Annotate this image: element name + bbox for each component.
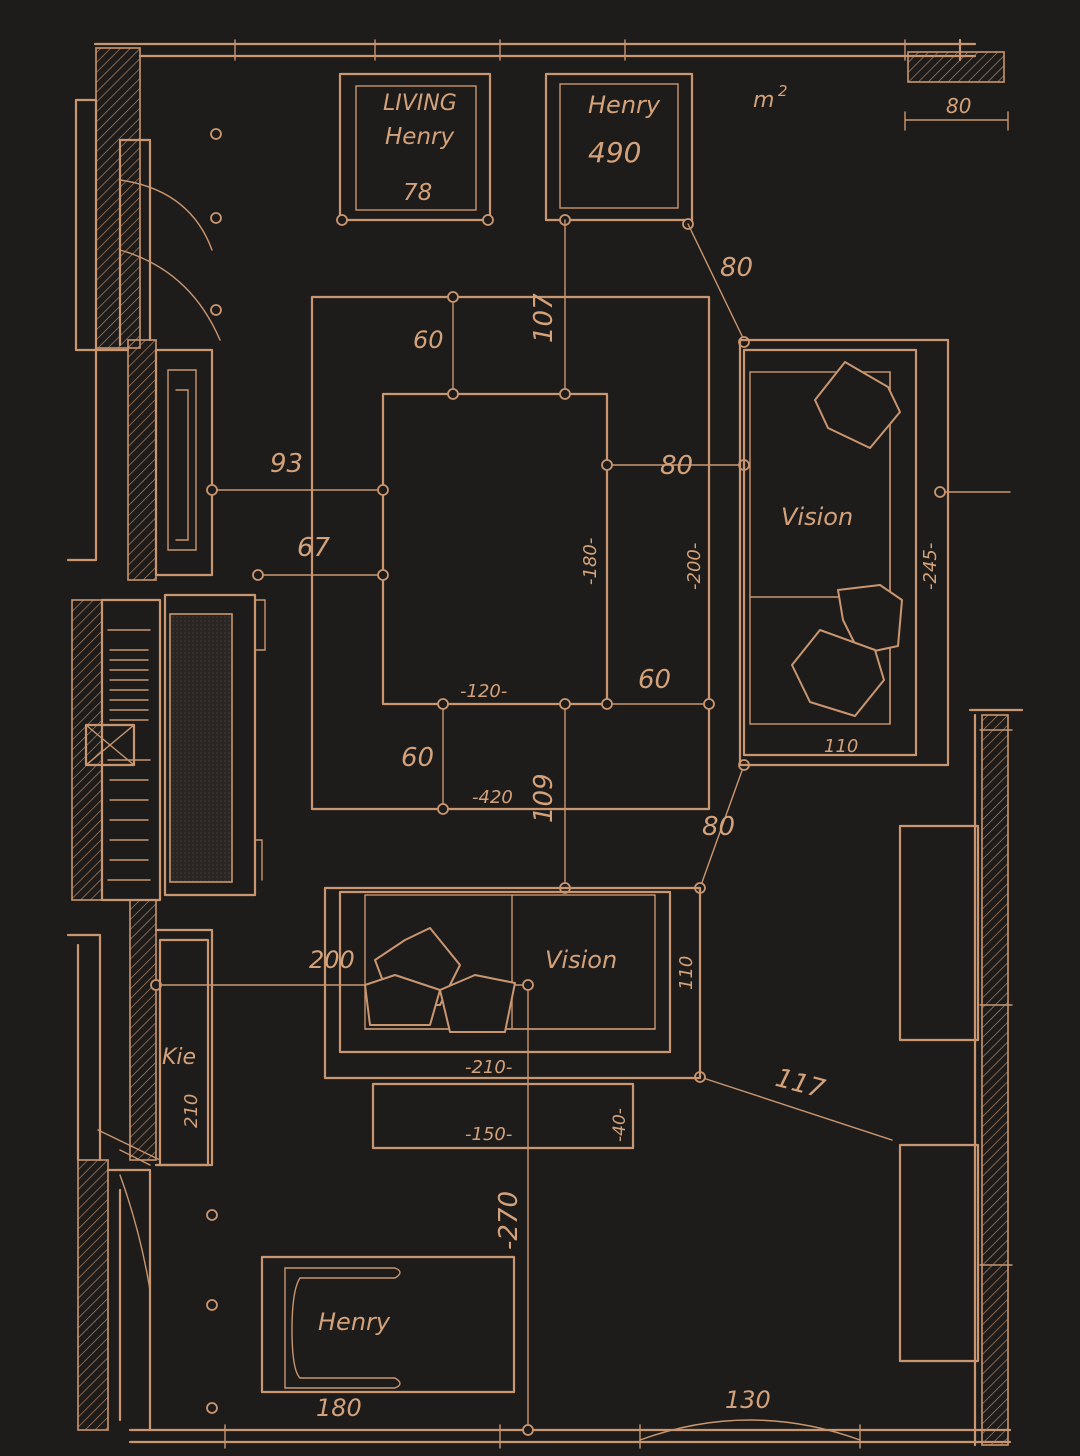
dim-67: 67 — [297, 533, 331, 563]
dim-110-sofa: 110 — [676, 956, 697, 990]
dim-80-mid: 80 — [660, 451, 693, 481]
left-wall-upper — [95, 47, 141, 349]
frame-henry — [544, 72, 694, 230]
dim-210-kitchen: 210 — [181, 1094, 202, 1128]
dim-60-top: 60 — [413, 326, 444, 354]
scale-bar-label: 80 — [946, 94, 971, 118]
left-wall-mid — [127, 339, 157, 581]
dim-60-right: 60 — [638, 665, 671, 695]
dim-180: -180- — [580, 538, 601, 585]
frame-henry-line1: Henry — [588, 91, 661, 119]
dim-200: -200- — [684, 543, 705, 590]
outer-walls — [66, 38, 1024, 1449]
frame-living-line3: 78 — [403, 180, 432, 206]
sofa-right-label: Vision — [781, 503, 853, 531]
door-swing — [119, 128, 222, 341]
sofa-bottom-label: Vision — [545, 946, 617, 974]
tv-unit — [163, 593, 266, 897]
stair-shaft — [71, 598, 162, 902]
kitchen-cabinet — [97, 938, 210, 1167]
wardrobe-right — [898, 824, 980, 1363]
cushion — [791, 629, 885, 717]
dim-420: -420 — [472, 787, 513, 808]
dim-210-sofa: -210- — [465, 1057, 512, 1078]
cushion — [814, 361, 901, 449]
left-wall-lower — [129, 899, 157, 1161]
dim-80-diag-top: 80 — [720, 253, 753, 283]
frame-living — [336, 72, 494, 226]
dim-110-right: 110 — [824, 736, 858, 757]
frame-living-line1: LIVING — [383, 91, 457, 116]
dim-180-bottom: 180 — [316, 1394, 362, 1422]
right-wall — [981, 714, 1009, 1446]
cushion — [439, 974, 516, 1033]
scale-bar — [904, 111, 1009, 131]
unit-superscript: 2 — [778, 82, 788, 100]
kitchen-label: Kie — [162, 1045, 196, 1070]
sofa-right — [738, 338, 950, 767]
dim-80-diag-low: 80 — [702, 812, 735, 842]
bed-label: Henry — [318, 1308, 391, 1336]
dim-270: -270 — [494, 1191, 524, 1250]
dim-109: 109 — [529, 773, 559, 823]
wall-stub-top-right — [907, 51, 1005, 83]
dim-130: 130 — [725, 1386, 771, 1414]
console-table — [371, 1082, 635, 1150]
dim-150: -150- — [465, 1124, 512, 1145]
door-lower — [119, 1174, 218, 1414]
window-arc — [639, 1419, 861, 1441]
left-wall-bottom — [77, 1159, 109, 1431]
dim-40: -40- — [610, 1108, 630, 1142]
cushion — [364, 974, 441, 1026]
cushion — [837, 584, 903, 655]
dim-107: 107 — [529, 293, 559, 343]
bed — [260, 1255, 516, 1394]
dimension-lines — [150, 219, 1011, 1436]
dim-60-left: 60 — [401, 743, 434, 773]
dim-245: -245- — [920, 543, 941, 590]
sofa-bottom — [323, 886, 702, 1080]
dim-200-sofa: 200 — [309, 946, 355, 974]
dim-93: 93 — [270, 449, 303, 479]
unit-label: m — [753, 88, 774, 113]
dim-120: -120- — [460, 681, 507, 702]
frame-henry-line2: 490 — [588, 136, 641, 169]
frame-living-line2: Henry — [385, 124, 454, 150]
